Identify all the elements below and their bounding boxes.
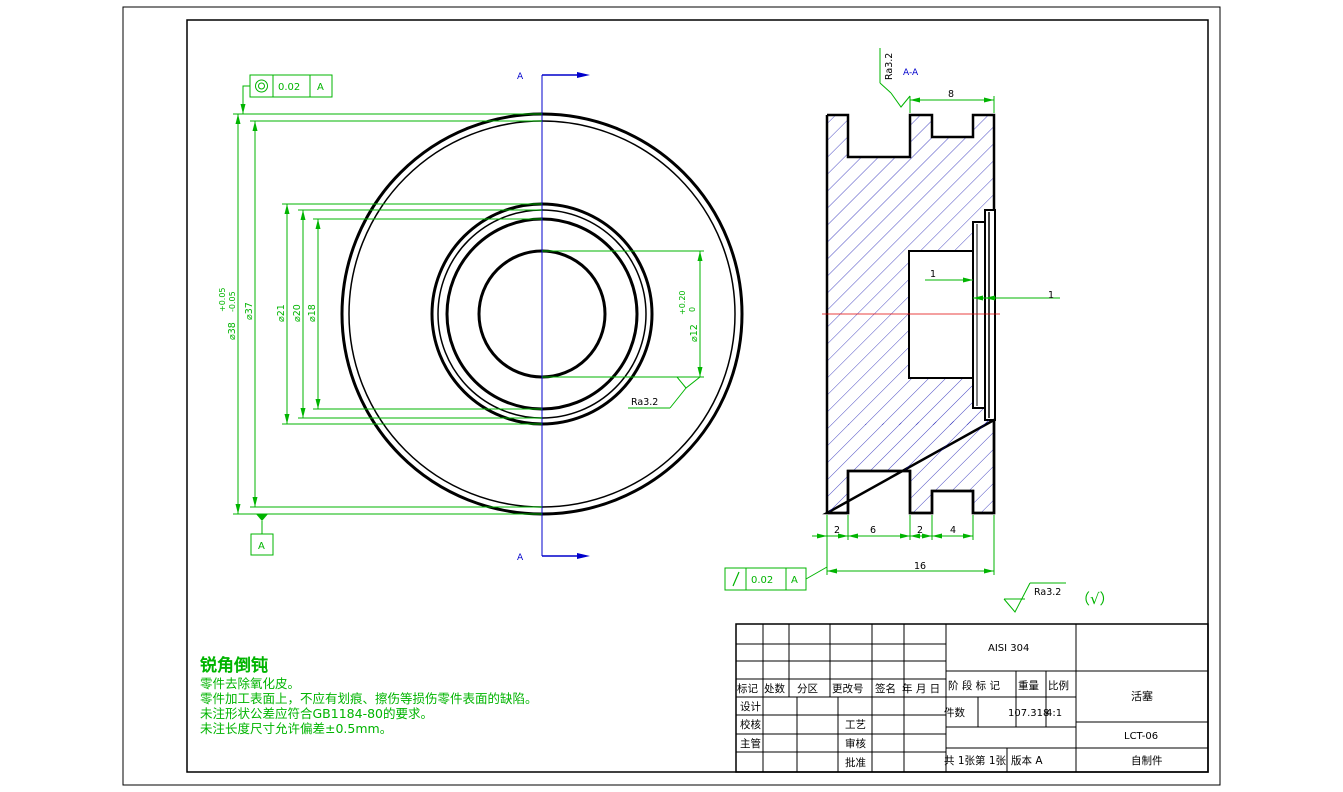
concentricity-icon xyxy=(255,79,268,93)
scale-value: 4:1 xyxy=(1046,708,1062,719)
role-check: 校核 xyxy=(740,718,761,731)
concentricity-frame: 0.02 A xyxy=(240,74,333,114)
rev-header-4: 更改号 xyxy=(832,682,864,695)
cut-arrowhead-bottom xyxy=(577,553,590,559)
role-review: 审核 xyxy=(845,737,866,750)
section-roughness-top: Ra3.2 xyxy=(879,48,911,108)
notes-title: 锐角倒钝 xyxy=(200,656,268,676)
weight-header: 重量 xyxy=(1018,679,1040,692)
rev-header-5: 签名 xyxy=(875,682,896,695)
dim-bottom-4: 4 xyxy=(950,525,956,536)
title-block-text: 标记 处数 分区 更改号 签名 年 月 日 设计 校核 主管 工艺 审核 批准 … xyxy=(737,643,1163,769)
dim-inner-1: 1 xyxy=(930,269,936,280)
note-line-3: 未注形状公差应符合GB1184-80的要求。 xyxy=(200,706,433,721)
dia38-upper-tol: +0.05 xyxy=(218,287,227,312)
dim-top-8: 8 xyxy=(948,89,954,100)
stage-header: 阶 段 标 记 xyxy=(948,679,1001,692)
sheet-count: 共 1张第 1张 xyxy=(944,754,1007,767)
section-mark-bottom: A xyxy=(517,553,524,563)
svg-text:A: A xyxy=(791,575,798,586)
dia20-label: ⌀20 xyxy=(292,304,303,322)
scale-header: 比例 xyxy=(1048,679,1069,692)
role-design: 设计 xyxy=(740,700,761,713)
rev-header-3: 分区 xyxy=(797,683,818,695)
dia37-label: ⌀37 xyxy=(244,302,255,320)
material: AISI 304 xyxy=(988,643,1029,654)
dia21-label: ⌀21 xyxy=(276,304,287,322)
section-title: A-A xyxy=(903,68,919,78)
front-view: A A xyxy=(218,72,744,563)
dia12-upper-tol: +0.20 xyxy=(678,290,687,315)
role-process: 工艺 xyxy=(845,719,866,731)
dia38-lower-tol: -0.05 xyxy=(228,291,237,312)
rev-header-6: 年 月 日 xyxy=(902,682,940,695)
svg-text:Ra3.2: Ra3.2 xyxy=(1034,587,1061,598)
weight-value: 107.318 xyxy=(1008,708,1049,719)
bore-roughness-label: Ra3.2 xyxy=(631,397,658,408)
title-block xyxy=(735,623,1209,773)
dim-total-16: 16 xyxy=(914,561,926,572)
concentricity-datum: A xyxy=(317,82,324,93)
drawing-number: LCT-06 xyxy=(1124,731,1158,742)
dia38-label: ⌀38 xyxy=(227,322,238,340)
note-line-1: 零件去除氧化皮。 xyxy=(200,676,301,691)
section-view: 8 Ra3.2 A-A 1 1 xyxy=(724,48,1115,613)
dim-bottom-3: 2 xyxy=(917,525,923,536)
rev-header-2: 处数 xyxy=(764,682,785,695)
runout-frame: 0.02 A xyxy=(724,566,828,591)
inner-recess xyxy=(972,221,986,409)
face-recess xyxy=(984,209,996,421)
role-chief: 主管 xyxy=(740,737,761,750)
outer-border xyxy=(122,6,1221,786)
section-mark-top: A xyxy=(517,72,524,82)
note-line-4: 未注长度尺寸允许偏差±0.5mm。 xyxy=(200,721,393,736)
svg-text:A: A xyxy=(258,541,265,552)
datum-a-symbol: A xyxy=(250,514,274,556)
general-roughness-paren: （√） xyxy=(1075,590,1115,608)
dia12-lower-tol: 0 xyxy=(688,307,697,312)
svg-text:Ra3.2: Ra3.2 xyxy=(884,53,895,80)
rev-header-1: 标记 xyxy=(737,683,758,695)
quantity-label: 件数 xyxy=(944,706,965,719)
inner-bore xyxy=(908,250,975,379)
dim-bottom-2: 6 xyxy=(870,525,876,536)
dim-right-1: 1 xyxy=(1048,290,1054,301)
note-line-2: 零件加工表面上，不应有划痕、擦伤等损伤零件表面的缺陷。 xyxy=(200,691,538,706)
technical-notes: 锐角倒钝 零件去除氧化皮。 零件加工表面上，不应有划痕、擦伤等损伤零件表面的缺陷… xyxy=(200,656,580,736)
dia12-label: ⌀12 xyxy=(689,324,700,342)
dim-bottom-1: 2 xyxy=(834,525,840,536)
dia18-label: ⌀18 xyxy=(307,304,318,322)
general-roughness: Ra3.2 （√） xyxy=(1003,582,1115,613)
runout-icon xyxy=(732,571,740,587)
concentricity-tol: 0.02 xyxy=(278,82,300,93)
bore-roughness: Ra3.2 xyxy=(628,376,701,409)
version: 版本 A xyxy=(1011,754,1043,767)
svg-text:0.02: 0.02 xyxy=(751,575,773,586)
inner-border xyxy=(186,19,1209,773)
part-source: 自制件 xyxy=(1131,754,1163,767)
cut-arrowhead-top xyxy=(577,72,590,78)
part-name: 活塞 xyxy=(1131,689,1153,703)
role-approve: 批准 xyxy=(845,756,866,769)
